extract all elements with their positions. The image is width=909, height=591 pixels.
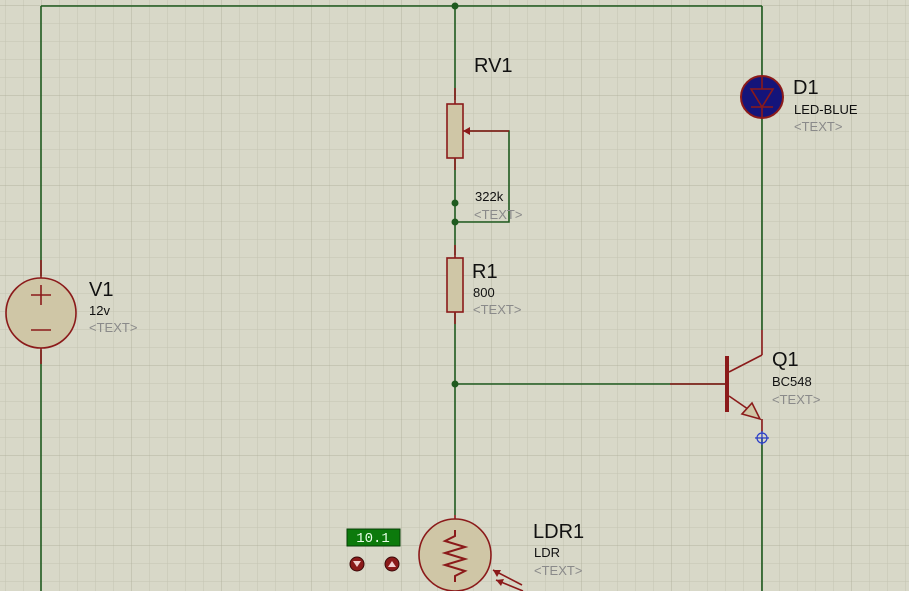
v1-ref-label: V1: [89, 279, 113, 301]
component-r1[interactable]: R1 800 <TEXT>: [446, 245, 521, 324]
wiper-arrow-icon: [463, 127, 470, 135]
component-d1[interactable]: D1 LED-BLUE <TEXT>: [740, 75, 858, 134]
component-ldr1[interactable]: LDR1 LDR <TEXT>: [418, 515, 584, 591]
d1-text-label: <TEXT>: [794, 119, 842, 134]
rv1-value-label: 322k: [475, 189, 504, 204]
voltage-source-body[interactable]: [5, 277, 77, 349]
up-arrow-icon: [388, 561, 396, 567]
rv1-text-label: <TEXT>: [474, 207, 522, 222]
d1-ref-label: D1: [793, 77, 819, 99]
junction-dot: [451, 218, 459, 226]
ldr1-value-label: LDR: [534, 545, 560, 560]
r1-text-label: <TEXT>: [473, 302, 521, 317]
d1-value-label: LED-BLUE: [794, 102, 858, 117]
emitter-arrow-icon: [740, 401, 762, 421]
ldr1-text-label: <TEXT>: [534, 563, 582, 578]
component-v1[interactable]: V1 12v <TEXT>: [5, 260, 137, 364]
r1-ref-label: R1: [472, 261, 498, 283]
q1-ref-label: Q1: [772, 349, 799, 371]
junction-dot: [451, 199, 459, 207]
junction-dot: [451, 2, 459, 10]
v1-text-label: <TEXT>: [89, 320, 137, 335]
potentiometer-body[interactable]: [446, 103, 464, 159]
ldr-resistor-icon: [441, 530, 469, 582]
ldr-light-control[interactable]: 10.1: [346, 528, 401, 572]
light-arrow-icon: [493, 570, 501, 577]
component-rv1[interactable]: RV1 322k <TEXT>: [446, 55, 522, 222]
component-q1[interactable]: Q1 BC548 <TEXT>: [670, 330, 820, 445]
r1-value-label: 800: [473, 285, 495, 300]
q1-value-label: BC548: [772, 374, 812, 389]
decrease-light-button[interactable]: [349, 556, 365, 572]
junction-dot: [451, 380, 459, 388]
resistor-body[interactable]: [446, 257, 464, 313]
down-arrow-icon: [353, 561, 361, 567]
q1-text-label: <TEXT>: [772, 392, 820, 407]
ldr1-ref-label: LDR1: [533, 521, 584, 543]
ldr-value-display: [346, 528, 401, 547]
rv1-ref-label: RV1: [474, 55, 513, 77]
increase-light-button[interactable]: [384, 556, 400, 572]
light-arrow-icon: [496, 579, 504, 586]
ldr-value-text: 10.1: [356, 531, 390, 547]
v1-value-label: 12v: [89, 303, 110, 318]
